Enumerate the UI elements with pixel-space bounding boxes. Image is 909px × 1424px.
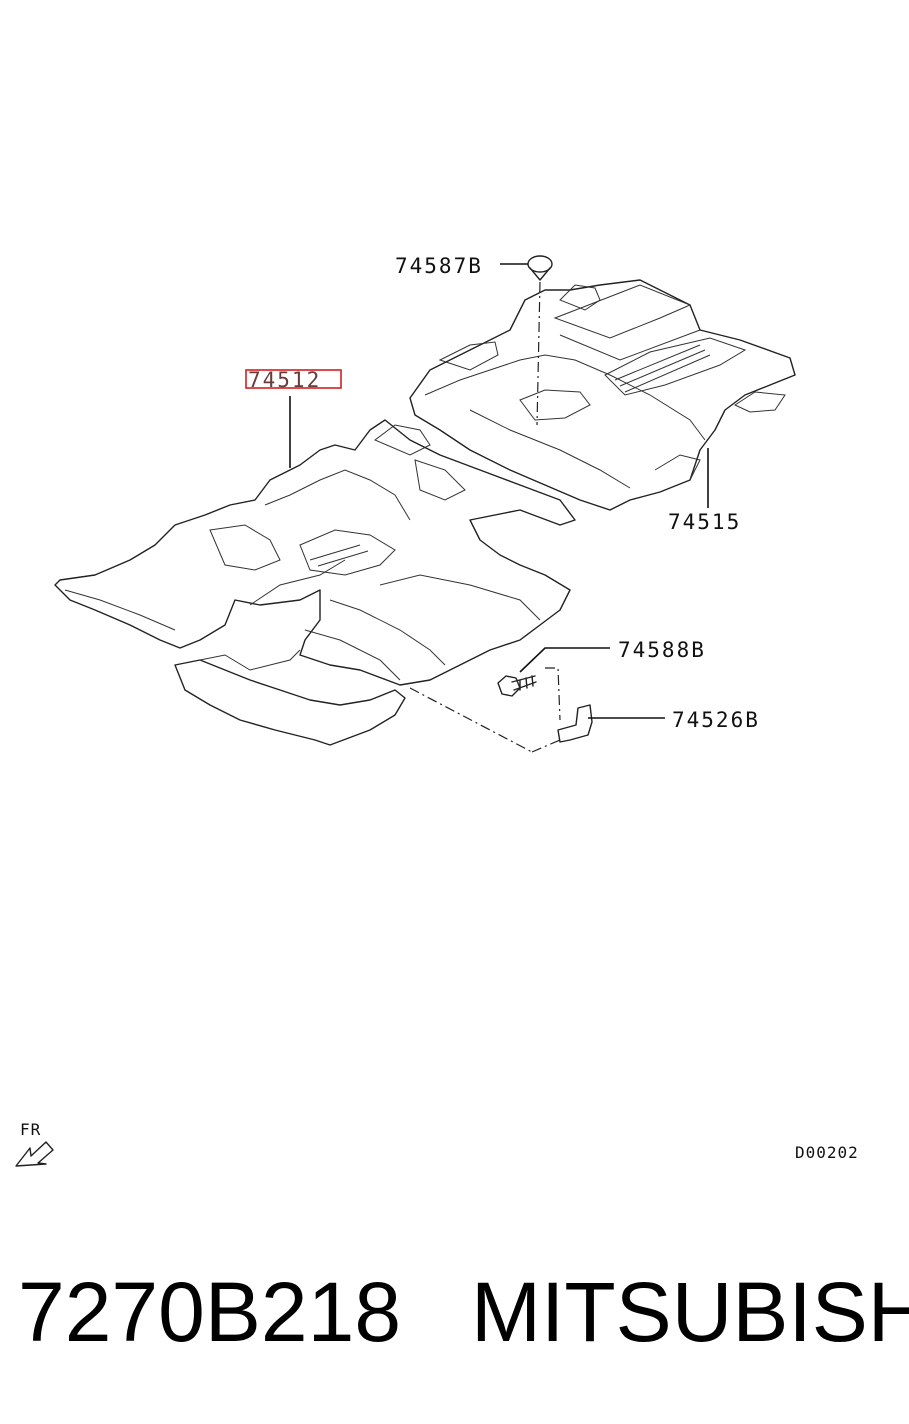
callout-74588B: 74588B [618, 638, 706, 662]
callout-74587B: 74587B [395, 254, 483, 278]
bolt-icon [497, 675, 537, 697]
bracket-icon [557, 704, 593, 743]
front-direction-label: FR [20, 1120, 41, 1139]
highlight-box-74512 [245, 369, 342, 389]
assembly-line-bracket [531, 667, 561, 753]
grommet-icon [527, 255, 553, 426]
callout-74512: 74512 [248, 368, 321, 392]
brand-name: MITSUBISHI [471, 1265, 909, 1359]
drawing-code: D00202 [795, 1143, 859, 1162]
rear-floor-carpet [409, 279, 796, 511]
assembly-line-bolt [409, 687, 533, 753]
footer-caption: 7270B218 MITSUBISHI [18, 1262, 909, 1362]
callout-74515: 74515 [668, 510, 741, 534]
front-floor-carpet [54, 419, 576, 746]
callout-74526B: 74526B [672, 708, 760, 732]
front-direction-arrow-icon [15, 1141, 54, 1167]
part-number: 7270B218 [18, 1265, 402, 1359]
leader-74588B [519, 647, 610, 673]
